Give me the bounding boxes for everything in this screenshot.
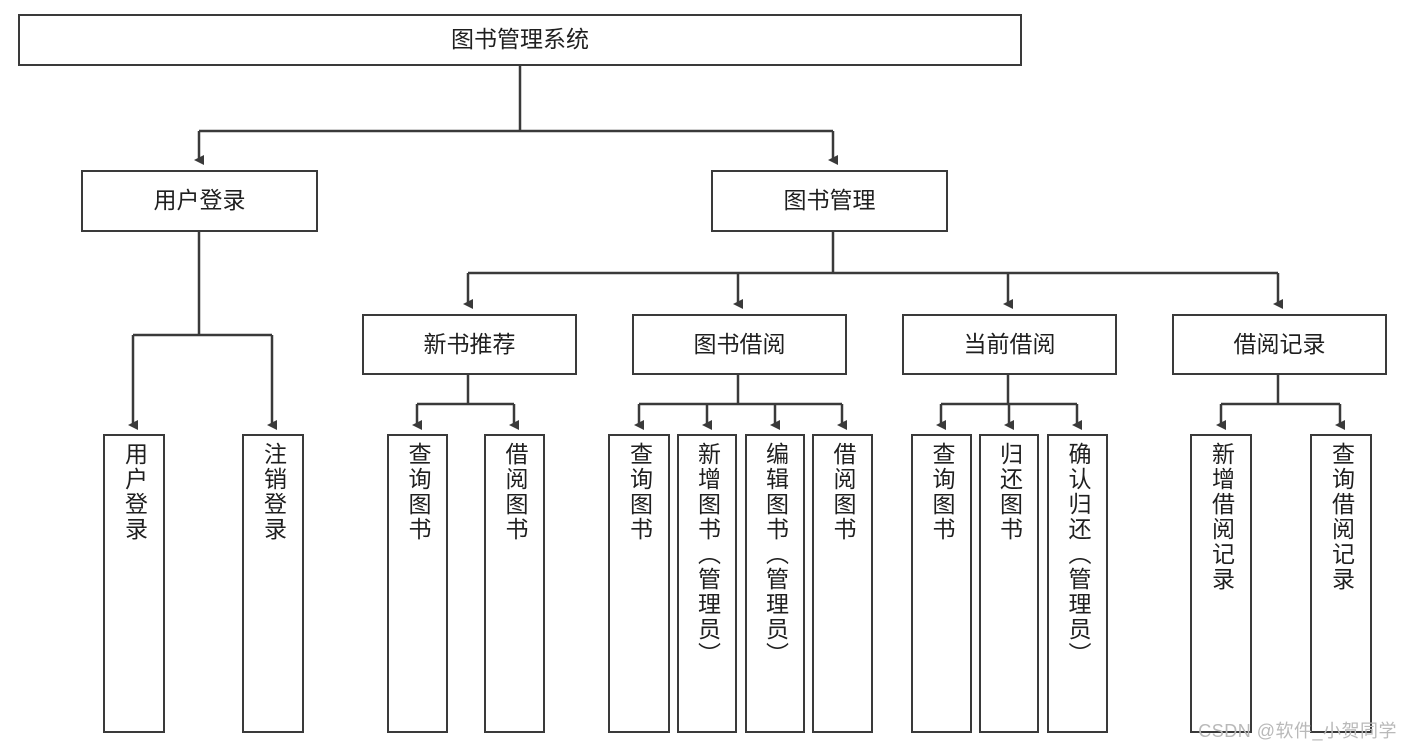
leaf-query-book-2-label: 查询图书	[626, 442, 653, 542]
leaf-edit-book[interactable]: 编辑图书（管理员）	[745, 434, 805, 733]
node-borrow-record-label: 借阅记录	[1233, 330, 1326, 357]
leaf-query-record-label: 查询借阅记录	[1328, 442, 1355, 592]
leaf-add-book-label: 新增图书（管理员）	[694, 442, 721, 667]
leaf-confirm-return[interactable]: 确认归还（管理员）	[1047, 434, 1108, 733]
leaf-add-record[interactable]: 新增借阅记录	[1190, 434, 1252, 733]
node-current-borrow[interactable]: 当前借阅	[902, 314, 1117, 375]
leaf-add-record-label: 新增借阅记录	[1208, 442, 1235, 592]
node-new-book-recommend[interactable]: 新书推荐	[362, 314, 577, 375]
node-user-login-label: 用户登录	[153, 187, 246, 214]
leaf-query-book-2[interactable]: 查询图书	[608, 434, 670, 733]
leaf-borrow-book-1[interactable]: 借阅图书	[484, 434, 545, 733]
leaf-user-login[interactable]: 用户登录	[103, 434, 165, 733]
leaf-borrow-book-1-label: 借阅图书	[502, 442, 528, 542]
leaf-edit-book-label: 编辑图书（管理员）	[762, 442, 789, 667]
leaf-query-book-1-label: 查询图书	[405, 442, 431, 542]
node-root[interactable]: 图书管理系统	[18, 14, 1022, 66]
node-book-borrow-label: 图书借阅	[693, 330, 786, 357]
node-root-label: 图书管理系统	[451, 26, 589, 53]
node-book-borrow[interactable]: 图书借阅	[632, 314, 847, 375]
leaf-query-book-1[interactable]: 查询图书	[387, 434, 448, 733]
node-borrow-record[interactable]: 借阅记录	[1172, 314, 1387, 375]
leaf-borrow-book-2[interactable]: 借阅图书	[812, 434, 873, 733]
leaf-query-record[interactable]: 查询借阅记录	[1310, 434, 1372, 733]
leaf-query-book-3[interactable]: 查询图书	[911, 434, 972, 733]
node-user-login[interactable]: 用户登录	[81, 170, 318, 232]
leaf-confirm-return-label: 确认归还（管理员）	[1065, 442, 1091, 667]
node-new-book-recommend-label: 新书推荐	[423, 330, 516, 357]
leaf-add-book[interactable]: 新增图书（管理员）	[677, 434, 737, 733]
leaf-return-book-label: 归还图书	[996, 442, 1023, 542]
leaf-user-login-label: 用户登录	[121, 442, 148, 542]
leaf-logout-label: 注销登录	[260, 442, 287, 542]
leaf-return-book[interactable]: 归还图书	[979, 434, 1039, 733]
node-book-manage[interactable]: 图书管理	[711, 170, 948, 232]
leaf-query-book-3-label: 查询图书	[929, 442, 955, 542]
node-book-manage-label: 图书管理	[783, 187, 876, 214]
watermark: CSDN @软件_小贺同学	[1198, 721, 1397, 741]
node-current-borrow-label: 当前借阅	[963, 330, 1056, 357]
leaf-logout[interactable]: 注销登录	[242, 434, 304, 733]
leaf-borrow-book-2-label: 借阅图书	[830, 442, 856, 542]
